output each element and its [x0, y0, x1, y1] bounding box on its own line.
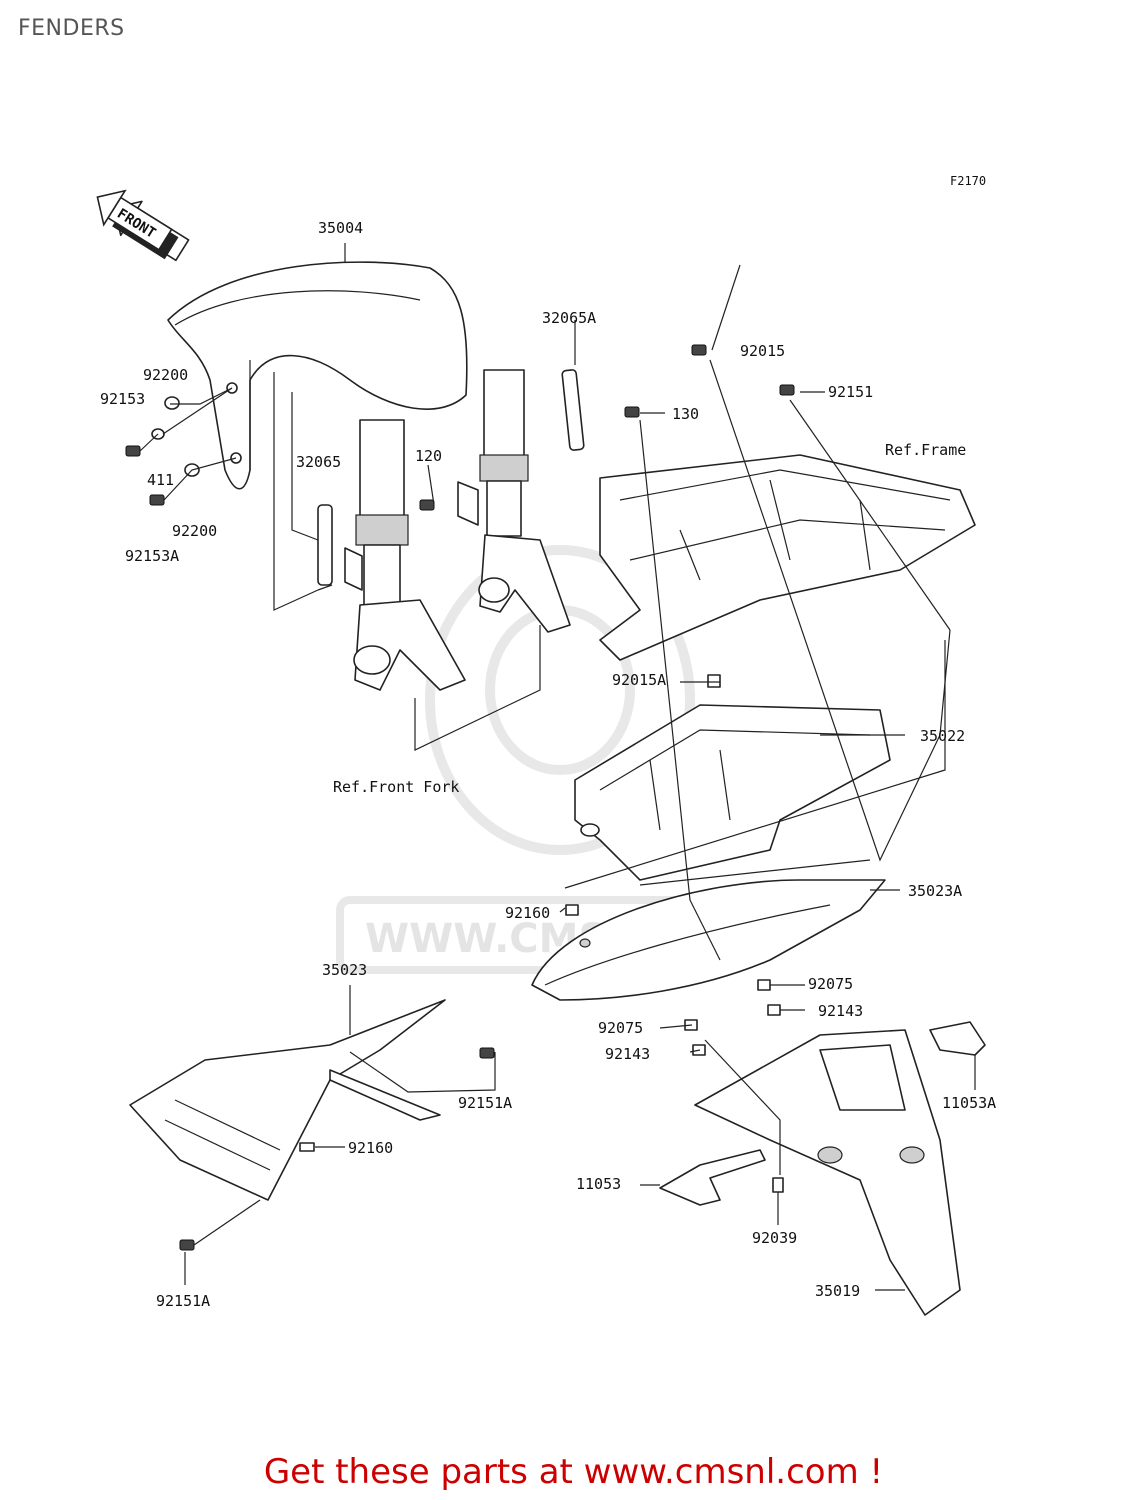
part-label-11053A: 11053A	[942, 1094, 996, 1112]
part-label-130: 130	[672, 405, 699, 423]
part-label-92075-left: 92075	[598, 1019, 643, 1037]
part-label-92200-bottom: 92200	[172, 522, 217, 540]
front-fork-left	[344, 419, 466, 691]
fork-bracket-32065	[317, 504, 333, 586]
rear-fender	[694, 1029, 961, 1316]
license-bracket-11053A	[929, 1021, 986, 1056]
part-label-92143-left: 92143	[605, 1045, 650, 1063]
leader-lines	[139, 243, 976, 1291]
part-label-32065A: 32065A	[542, 309, 596, 327]
shop-link[interactable]: Get these parts at www.cmsnl.com !	[263, 1452, 884, 1492]
part-label-92039: 92039	[752, 1229, 797, 1247]
part-label-35022: 35022	[920, 727, 965, 745]
part-label-92153A: 92153A	[125, 547, 179, 565]
part-label-92143-right: 92143	[818, 1002, 863, 1020]
part-label-92015: 92015	[740, 342, 785, 360]
part-label-120: 120	[415, 447, 442, 465]
ref-frame-label: Ref.Frame	[885, 441, 966, 459]
part-label-11053: 11053	[576, 1175, 621, 1193]
rear-frame	[599, 454, 976, 661]
figure-code: F2170	[950, 174, 986, 188]
part-label-92151A-top: 92151A	[458, 1094, 512, 1112]
rear-undertray	[574, 704, 891, 881]
side-cover	[129, 999, 446, 1201]
front-direction-badge: FRONT	[96, 189, 190, 262]
part-label-92160-top: 92160	[505, 904, 550, 922]
part-label-35019: 35019	[815, 1282, 860, 1300]
seat-cowl	[531, 879, 886, 1001]
part-label-92160-bottom: 92160	[348, 1139, 393, 1157]
part-label-92151A-bottom: 92151A	[156, 1292, 210, 1310]
part-label-92153: 92153	[100, 390, 145, 408]
part-label-35004: 35004	[318, 219, 363, 237]
part-label-35023: 35023	[322, 961, 367, 979]
part-label-411: 411	[147, 471, 174, 489]
part-label-92151: 92151	[828, 383, 873, 401]
part-label-92015A: 92015A	[612, 671, 666, 689]
license-bracket-11053	[659, 1149, 766, 1206]
part-label-35023A: 35023A	[908, 882, 962, 900]
ref-front-fork-label: Ref.Front Fork	[333, 778, 459, 796]
front-fender	[167, 261, 468, 490]
part-label-92200-top: 92200	[143, 366, 188, 384]
page-title: FENDERS	[18, 16, 125, 41]
fork-bracket-32065A	[561, 369, 585, 451]
part-label-32065: 32065	[296, 453, 341, 471]
front-fork-right	[457, 369, 571, 633]
part-label-92075-right: 92075	[808, 975, 853, 993]
